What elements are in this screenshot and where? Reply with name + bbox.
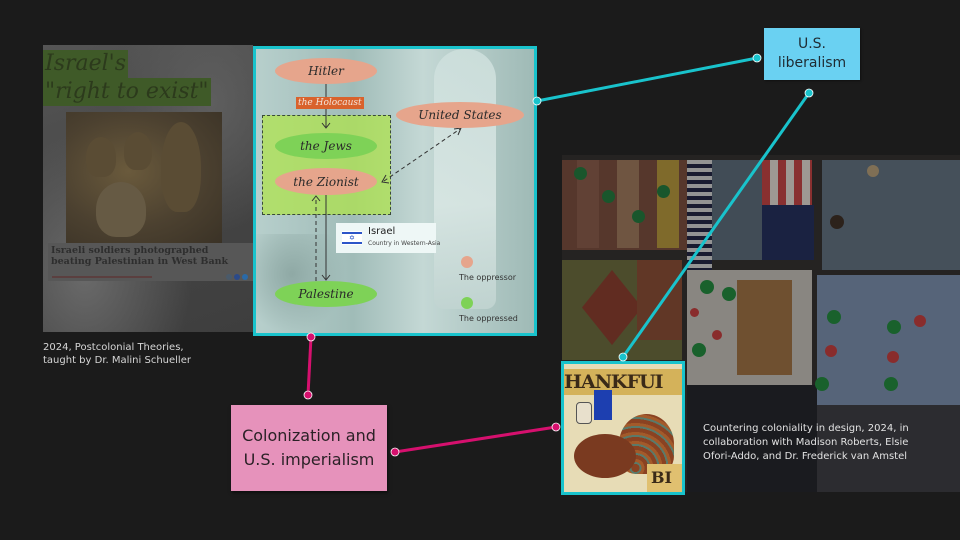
connector-handle[interactable] <box>551 422 561 432</box>
overlay-title: Israel's "right to exist" <box>43 50 211 106</box>
thumbs-up-icon <box>576 402 592 424</box>
note-liberalism-line2: liberalism <box>777 55 847 71</box>
twitter-icon[interactable] <box>242 274 248 280</box>
article-meta-line <box>52 276 152 278</box>
arrowhead-palestine <box>321 274 331 281</box>
connector-handle[interactable] <box>532 96 542 106</box>
turkey-icon <box>574 434 636 478</box>
overlay-title-line1: Israel's <box>43 50 129 78</box>
caption-countering-coloniality: Countering coloniality in design, 2024, … <box>703 422 953 464</box>
note-colonization-line1: Colonization and <box>242 426 376 445</box>
israel-card-subtitle: Country in Western-Asia <box>368 240 441 247</box>
article-headline: Israeli soldiers photographed beating Pa… <box>48 243 253 281</box>
node-jews-label: the Jews <box>300 139 352 153</box>
connector-handle[interactable] <box>752 53 762 63</box>
legend-oppressed-dot <box>461 297 473 309</box>
node-palestine-label: Palestine <box>298 287 354 301</box>
caption-right-line2: collaboration with Madison Roberts, Elsi… <box>703 437 909 448</box>
soldiers-photo <box>66 112 222 244</box>
arrowhead-us <box>453 127 462 136</box>
node-zionist: the Zionist <box>275 168 377 195</box>
israel-card-name: Israel <box>368 226 396 237</box>
note-us-liberalism[interactable]: U.S. liberalism <box>764 28 860 80</box>
arrowhead-zionist <box>381 174 390 184</box>
connector-diagram-to-colonization[interactable] <box>306 336 313 396</box>
legend-oppressor-dot <box>461 256 473 268</box>
node-hitler-label: Hitler <box>308 64 344 78</box>
connector-handle[interactable] <box>618 352 628 362</box>
dashed-arrow-zionist-us <box>383 128 461 182</box>
caption-left-line1: 2024, Postcolonial Theories, <box>43 342 184 353</box>
node-hitler: Hitler <box>275 58 377 84</box>
legend-oppressor-label: The oppressor <box>459 273 517 282</box>
node-united-states: United States <box>396 102 524 128</box>
node-united-states-label: United States <box>418 108 502 122</box>
israel-flag-icon: ✡ <box>342 231 362 245</box>
thankful-banner: HANKFUI <box>564 369 682 395</box>
caption-left-line2: taught by Dr. Malini Schueller <box>43 355 191 366</box>
connector-handle[interactable] <box>306 332 316 342</box>
caption-right-line1: Countering coloniality in design, 2024, … <box>703 423 909 434</box>
article-headline-text: Israeli soldiers photographed beating Pa… <box>51 245 229 267</box>
caption-right-line3: Ofori-Addo, and Dr. Frederick van Amstel <box>703 451 907 462</box>
israel-info-card[interactable]: ✡ Israel Country in Western-Asia <box>336 223 440 253</box>
legend-oppressed-label: The oppressed <box>459 314 518 323</box>
label-holocaust: the Holocaust <box>296 97 364 109</box>
article-screenshot[interactable]: Israel's "right to exist" Israeli soldie… <box>43 45 253 332</box>
caption-postcolonial: 2024, Postcolonial Theories, taught by D… <box>43 341 191 367</box>
node-zionist-label: the Zionist <box>293 174 359 189</box>
note-liberalism-line1: U.S. <box>797 36 827 52</box>
arrowhead-jews <box>321 122 331 129</box>
thankful-turkey-inset[interactable]: HANKFUI BI <box>561 361 685 495</box>
note-colonization-imperialism[interactable]: Colonization and U.S. imperialism <box>231 405 387 491</box>
note-colonization-line2: U.S. imperialism <box>243 450 375 469</box>
arrowhead-zionist-up <box>311 195 321 202</box>
oppression-diagram[interactable]: Hitler the Holocaust the Jews the Zionis… <box>253 46 537 336</box>
facebook-icon[interactable] <box>234 274 240 280</box>
connector-handle[interactable] <box>390 447 400 457</box>
connector-diagram-to-liberalism[interactable] <box>536 56 758 103</box>
corner-letters: BI <box>647 464 682 492</box>
connector-colonization-to-inset[interactable] <box>394 425 557 454</box>
node-jews: the Jews <box>275 133 377 159</box>
connector-handle[interactable] <box>804 88 814 98</box>
share-icon[interactable] <box>226 274 232 280</box>
overlay-title-line2: "right to exist" <box>43 78 211 106</box>
quilt-photo[interactable] <box>562 155 960 492</box>
connector-liberalism-to-inset[interactable] <box>621 92 811 358</box>
connector-handle[interactable] <box>303 390 313 400</box>
node-palestine: Palestine <box>275 281 377 307</box>
blue-patch <box>594 390 612 420</box>
